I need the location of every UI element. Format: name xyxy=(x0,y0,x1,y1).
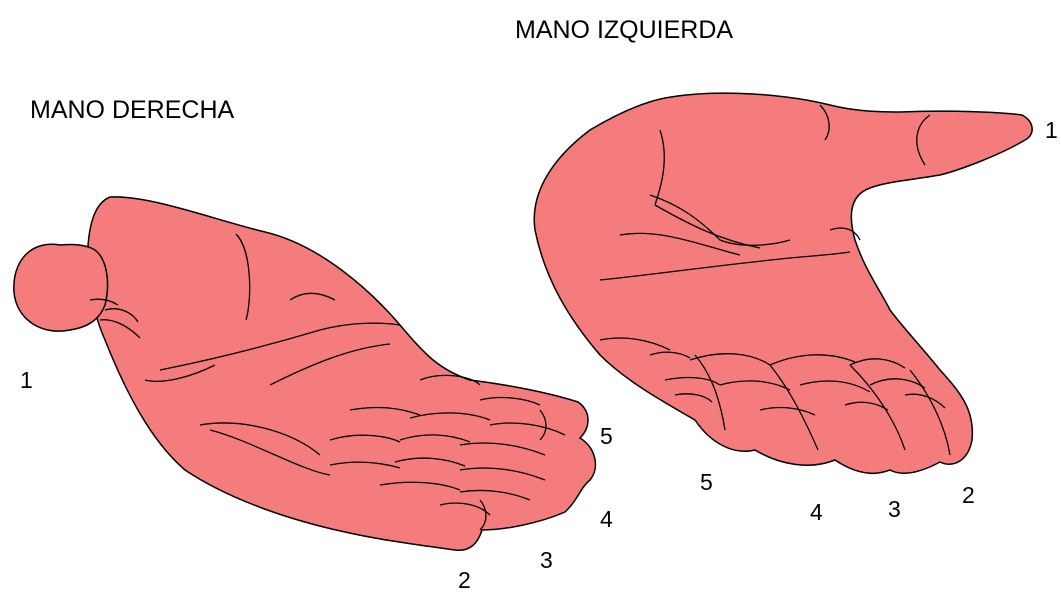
left-hand-finger-4-label: 4 xyxy=(810,499,823,525)
right-hand-palm xyxy=(88,197,596,550)
left-hand-finger-3-label: 3 xyxy=(888,496,901,522)
left-hand-finger-1-label: 1 xyxy=(1045,117,1058,143)
right-hand-finger-5-label: 5 xyxy=(600,423,613,449)
right-hand-finger-4-label: 4 xyxy=(600,506,613,532)
right-hand xyxy=(14,197,596,550)
right-hand-title: MANO DERECHA xyxy=(30,96,235,124)
left-hand xyxy=(534,93,1032,473)
left-hand-finger-5-label: 5 xyxy=(700,469,713,495)
right-hand-finger-2-label: 2 xyxy=(458,567,471,593)
left-hand-palm xyxy=(534,93,1032,473)
right-hand-finger-1-label: 1 xyxy=(20,367,33,393)
right-hand-thumb xyxy=(14,244,108,331)
right-hand-finger-3-label: 3 xyxy=(540,547,553,573)
left-hand-title: MANO IZQUIERDA xyxy=(515,16,733,44)
left-hand-finger-2-label: 2 xyxy=(962,482,975,508)
